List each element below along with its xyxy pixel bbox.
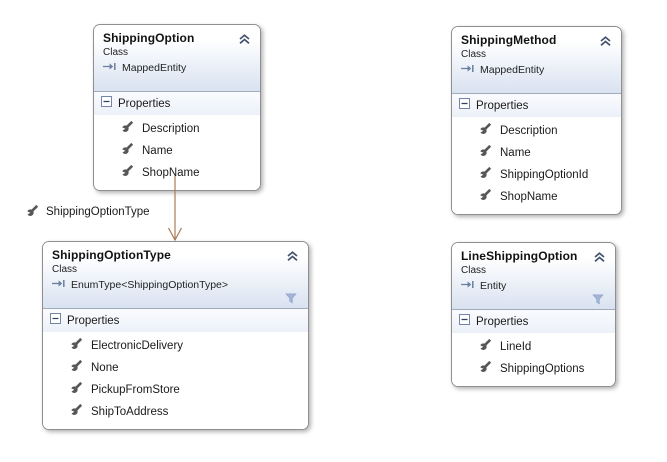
wrench-icon [478,122,492,140]
properties-section-header[interactable]: Properties [452,94,621,117]
wrench-icon [478,188,492,206]
wrench-icon [120,120,134,138]
properties-section-label: Properties [476,99,529,112]
class-stereotype: Class [461,49,487,60]
collapse-chevron-icon[interactable] [599,34,613,46]
filter-row-spacer [103,75,252,91]
base-type-label: MappedEntity [122,62,187,74]
wrench-icon [478,360,492,378]
wrench-icon [478,144,492,162]
collapse-chevron-icon[interactable] [286,249,300,261]
class-title: ShippingMethod [461,33,557,47]
wrench-icon [478,338,492,356]
class-stereotype: Class [461,265,487,276]
properties-section-label: Properties [67,314,120,327]
property-row[interactable]: Name [94,140,260,162]
property-label: PickupFromStore [91,383,180,396]
expander-minus-icon[interactable] [459,314,470,329]
properties-list: Description Name ShopName [94,115,260,190]
base-type-label: Entity [480,280,507,292]
property-label: LineId [500,340,532,353]
properties-section-label: Properties [118,97,171,110]
property-row[interactable]: ShipToAddress [43,401,308,423]
property-label: Name [142,144,173,157]
base-type-arrow-icon [461,279,475,293]
association-label[interactable]: ShippingOptionType [25,204,150,220]
property-row[interactable]: ShippingOptionId [452,164,621,186]
wrench-icon [120,164,134,182]
property-label: Description [142,122,200,135]
wrench-icon [25,204,39,220]
property-label: Description [500,124,558,137]
property-label: ShopName [142,166,200,179]
expander-minus-icon[interactable] [459,98,470,113]
property-label: ShippingOptions [500,362,585,375]
filter-funnel-icon[interactable] [592,292,604,310]
properties-section-header[interactable]: Properties [94,92,260,115]
collapse-chevron-icon[interactable] [593,250,607,262]
base-type-arrow-icon [52,278,66,292]
filter-row-spacer [461,77,613,93]
class-node-shippingoptiontype[interactable]: ShippingOptionType Class EnumType<Shippi… [42,241,309,430]
class-title: ShippingOptionType [52,248,171,262]
property-label: ShipToAddress [91,405,169,418]
class-node-lineshippingoption[interactable]: LineShippingOption Class Entity Proper [451,242,616,387]
property-row[interactable]: ShippingOptions [452,358,615,380]
base-type-arrow-icon [103,61,117,75]
wrench-icon [478,166,492,184]
class-node-shippingoption[interactable]: ShippingOption Class MappedEntity Proper… [93,24,261,191]
properties-section-label: Properties [476,315,529,328]
property-row[interactable]: ShopName [452,186,621,208]
property-row[interactable]: Description [94,118,260,140]
property-row[interactable]: PickupFromStore [43,379,308,401]
class-title: ShippingOption [103,31,195,45]
property-row[interactable]: Name [452,142,621,164]
property-row[interactable]: None [43,357,308,379]
properties-list: ElectronicDelivery None PickupFromStore … [43,332,308,429]
properties-list: Description Name ShippingOptionId ShopNa… [452,117,621,214]
expander-minus-icon[interactable] [101,96,112,111]
class-title: LineShippingOption [461,249,578,263]
property-row[interactable]: Description [452,120,621,142]
association-label-text: ShippingOptionType [46,206,150,218]
filter-funnel-icon[interactable] [285,291,297,309]
properties-section-header[interactable]: Properties [452,310,615,333]
property-label: Name [500,146,531,159]
property-row[interactable]: ElectronicDelivery [43,335,308,357]
wrench-icon [69,403,83,421]
wrench-icon [120,142,134,160]
wrench-icon [69,381,83,399]
property-label: ShippingOptionId [500,168,589,181]
property-label: ElectronicDelivery [91,339,184,352]
properties-list: LineId ShippingOptions [452,333,615,386]
class-header: LineShippingOption Class Entity [452,243,615,310]
wrench-icon [69,359,83,377]
class-stereotype: Class [52,264,78,275]
class-header: ShippingOptionType Class EnumType<Shippi… [43,242,308,309]
base-type-label: MappedEntity [480,64,545,76]
class-header: ShippingOption Class MappedEntity [94,25,260,92]
class-header: ShippingMethod Class MappedEntity [452,27,621,94]
property-row[interactable]: ShopName [94,162,260,184]
association-arrow[interactable] [164,176,186,242]
collapse-chevron-icon[interactable] [238,32,252,44]
base-type-label: EnumType<ShippingOptionType> [71,279,229,291]
property-label: ShopName [500,190,558,203]
properties-section-header[interactable]: Properties [43,309,308,332]
class-stereotype: Class [103,47,129,58]
property-row[interactable]: LineId [452,336,615,358]
base-type-arrow-icon [461,63,475,77]
class-node-shippingmethod[interactable]: ShippingMethod Class MappedEntity Proper… [451,26,622,215]
wrench-icon [69,337,83,355]
expander-minus-icon[interactable] [50,313,61,328]
property-label: None [91,361,119,374]
